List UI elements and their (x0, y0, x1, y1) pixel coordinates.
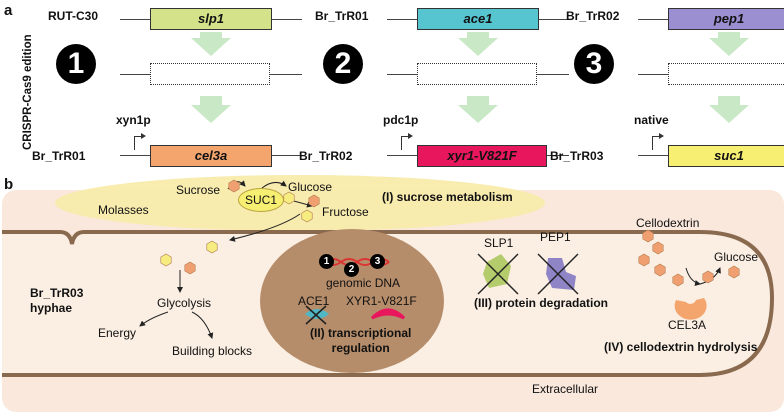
down-arrow-icon (458, 38, 498, 56)
hyphae-label: Br_TrR03 hyphae (30, 286, 84, 315)
glycolysis-label: Glycolysis (157, 296, 212, 310)
strain-input-label: Br_TrR01 (315, 9, 369, 23)
promoter-arrowhead-icon (141, 133, 146, 139)
step-circle: 1 (56, 44, 96, 84)
sugar-hexagon-icon (206, 240, 218, 254)
promoter-label: native (634, 113, 669, 127)
deleted-gene-box (668, 63, 784, 85)
strain-output-label: Br_TrR03 (550, 149, 604, 163)
down-arrow-stem (467, 32, 489, 40)
strain-input-label: RUT-C30 (48, 9, 99, 23)
promoter-arrowhead-icon (408, 133, 413, 139)
sugar-hexagon-icon (702, 270, 714, 284)
sugar-hexagon-icon (654, 263, 666, 277)
slp1-label: SLP1 (484, 236, 514, 250)
sugar-hexagon-icon (283, 191, 295, 205)
pep1-label: PEP1 (540, 230, 571, 244)
suc1-label: SUC1 (244, 193, 277, 207)
cel3a-label: CEL3A (668, 318, 707, 332)
target-gene-box: slp1 (150, 8, 272, 30)
new-gene-box: xyr1-V821F (417, 145, 547, 167)
sugar-hexagon-icon (308, 194, 320, 208)
ace1-label: ACE1 (298, 294, 330, 308)
promoter-label: xyn1p (116, 113, 151, 127)
sugar-hexagon-icon (728, 265, 740, 279)
down-arrow-stem (467, 96, 489, 106)
ace1-protein (305, 305, 329, 325)
promoter-arrow (134, 136, 143, 137)
cellodextrin-label: Cellodextrin (636, 216, 700, 230)
sugar-hexagon-icon (160, 253, 172, 267)
new-gene-box: cel3a (150, 145, 272, 167)
strain-output-label: Br_TrR01 (32, 149, 86, 163)
panel-a-label: a (4, 2, 13, 19)
slp1-protein (477, 253, 519, 295)
down-arrow-icon (709, 105, 749, 123)
sugar-hexagon-icon (642, 229, 654, 243)
down-arrow-stem (718, 32, 740, 40)
down-arrow-icon (191, 38, 231, 56)
xyr1-protein (370, 308, 406, 320)
sugar-hexagon-icon (301, 209, 313, 223)
sucrose-metabolism-label: (I) sucrose metabolism (382, 190, 513, 204)
down-arrow-icon (709, 38, 749, 56)
pep1-protein (537, 253, 579, 295)
strain-input-label: Br_TrR02 (566, 9, 620, 23)
sucrose-label: Sucrose (176, 183, 221, 197)
dna-step-marker: 1 (319, 254, 334, 269)
glucose-right-label: Glucose (714, 250, 759, 264)
fructose-label: Fructose (322, 205, 369, 219)
sugar-hexagon-icon (672, 273, 684, 287)
xyr1-label: XYR1-V821F (346, 294, 417, 308)
dna-step-marker: 2 (344, 262, 359, 277)
deleted-gene-box (150, 63, 270, 85)
panel-b-label: b (4, 176, 14, 193)
transcriptional-regulation-label: (II) transcriptional regulation (310, 326, 412, 355)
target-gene-box: ace1 (417, 8, 539, 30)
promoter-arrow (652, 136, 661, 137)
down-arrow-stem (200, 32, 222, 40)
building-blocks-label: Building blocks (172, 344, 253, 358)
cel3a-enzyme (674, 298, 707, 320)
sugar-hexagon-icon (228, 179, 240, 193)
new-gene-box: suc1 (668, 145, 784, 167)
suc1-enzyme: SUC1 (238, 188, 284, 212)
step-circle: 2 (323, 44, 363, 84)
step-circle: 3 (574, 44, 614, 84)
protein-degradation-label: (III) protein degradation (474, 296, 608, 310)
promoter-stem (652, 136, 653, 150)
promoter-label: pdc1p (383, 113, 419, 127)
down-arrow-stem (200, 96, 222, 106)
promoter-arrowhead-icon (659, 133, 664, 139)
genomic-dna-label: genomic DNA (326, 276, 401, 290)
glucose-top-label: Glucose (288, 180, 333, 194)
promoter-stem (401, 136, 402, 150)
cellodextrin-hydrolysis-label: (IV) cellodextrin hydrolysis (604, 340, 758, 354)
sugar-hexagon-icon (184, 261, 196, 275)
nucleus (260, 229, 444, 373)
extracellular-label: Extracellular (532, 382, 599, 396)
strain-output-label: Br_TrR02 (299, 149, 353, 163)
molasses-label: Molasses (98, 203, 149, 217)
down-arrow-stem (718, 96, 740, 106)
sugar-hexagon-icon (638, 253, 650, 267)
promoter-arrow (401, 136, 410, 137)
down-arrow-icon (191, 105, 231, 123)
down-arrow-icon (458, 105, 498, 123)
sugar-hexagon-icon (652, 241, 664, 255)
deleted-gene-box (417, 63, 537, 85)
dna-step-marker: 3 (370, 254, 385, 269)
target-gene-box: pep1 (668, 8, 784, 30)
promoter-stem (134, 136, 135, 150)
energy-label: Energy (98, 326, 137, 340)
